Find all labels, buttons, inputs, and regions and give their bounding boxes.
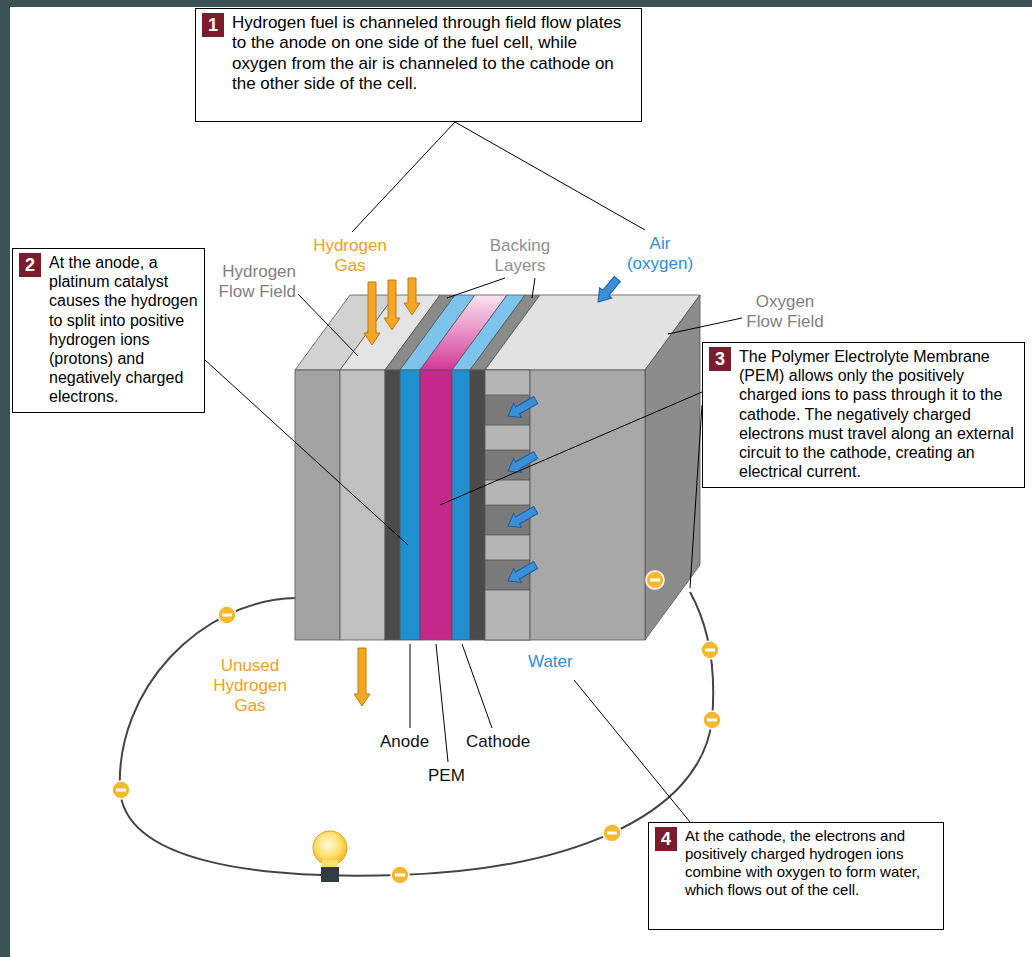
bulb-glass [313,831,347,865]
leader-line [352,122,455,232]
oxygen-arrow [504,448,540,478]
leader-line [440,392,702,505]
label-anchor: Hydrogen Gas [305,236,395,276]
electron-symbols [112,571,721,884]
backing-layer-front [470,370,485,640]
leader-line [447,278,505,298]
leader-line [410,644,411,728]
bulb-base [321,867,339,882]
callout-box: 2 At the anode, a platinum catalyst cause… [12,248,205,413]
leader-line [462,644,492,728]
electron-minus [395,874,405,877]
electron-dot [703,711,721,729]
leader-line [532,278,535,298]
label-anchor: Oxygen Flow Field [740,292,830,332]
electron-minus [116,789,126,792]
leader-line [668,318,742,334]
callout-text: At the anode, a platinum catalyst causes… [49,253,198,407]
label-anchor: Air (oxygen) [622,234,698,274]
electron-dot [112,781,130,799]
end-plate-front [295,370,340,640]
leader-line [690,405,702,588]
oxygen-plate-tooth [485,535,530,560]
oxygen-arrow [504,558,540,588]
hydrogen-arrow [384,280,400,330]
hydrogen-arrows [354,278,420,706]
part-label: Air (oxygen) [622,234,698,274]
hydrogen-arrow [364,282,380,345]
leader-lines [205,122,742,822]
light-bulb [313,831,347,882]
part-label: Water [528,652,598,672]
callout-number: 2 [19,253,41,277]
label-anchor: Anode [380,732,450,752]
label-anchor: Water [528,652,598,672]
oxygen-plate-tooth [485,425,530,450]
part-label: Backing Layers [478,236,562,276]
cathode-front [452,370,470,640]
air-arrow [592,274,624,307]
backing-layer-front [385,370,400,640]
electron-dot [218,606,236,624]
unused-hydrogen-arrow [354,648,370,706]
electron-dot [391,866,409,884]
label-anchor: PEM [428,766,488,786]
label-anchor: Cathode [466,732,546,752]
part-label: Oxygen Flow Field [740,292,830,332]
part-label: Cathode [466,732,546,752]
oxygen-plate-tooth [485,590,530,640]
electron-minus [607,832,617,835]
label-anchor: Unused Hydrogen Gas [210,656,290,716]
label-anchor: Hydrogen Flow Field [200,262,296,302]
oxygen-arrow [504,503,540,533]
oxygen-plate-side [645,295,700,640]
callout-number: 1 [202,13,224,37]
callout-box: 4 At the cathode, the electrons and posit… [648,822,944,930]
leader-line [436,644,448,762]
leader-line [574,680,690,822]
air-arrow-shape [592,274,624,307]
callout-text: At the cathode, the electrons and positi… [685,827,937,899]
callout-text: Hydrogen fuel is channeled through field… [232,13,635,95]
callout-box: 1 Hydrogen fuel is channeled through fiel… [195,8,642,122]
electron-minus [222,614,232,617]
oxygen-plate-tooth [485,480,530,505]
part-label: Anode [380,732,450,752]
oxygen-channel-arrows [504,393,540,588]
part-label: PEM [428,766,488,786]
cell-top-faces [295,295,700,370]
callout-box: 3 The Polymer Electrolyte Membrane (PEM) … [702,342,1025,488]
callout-text: The Polymer Electrolyte Membrane (PEM) a… [739,347,1018,481]
callout-number: 4 [655,827,677,851]
electron-minus [707,719,717,722]
label-anchor: Backing Layers [478,236,562,276]
page-ground [10,7,1032,957]
hydrogen-flow-field-front [340,370,385,640]
part-label: Unused Hydrogen Gas [210,656,290,716]
electron-dot [603,824,621,842]
oxygen-plate-tooth [485,370,530,395]
anode-front [400,370,420,640]
part-label: Hydrogen Flow Field [200,262,296,302]
hydrogen-arrow [404,278,420,315]
electron-minus [650,579,660,582]
leader-line [455,122,645,230]
callout-number: 3 [709,347,731,371]
oxygen-arrow [504,393,540,423]
leader-line [205,360,408,545]
oxygen-flow-field-front [530,370,645,640]
leader-line [298,294,358,356]
pem-front [420,370,452,640]
electron-dot [646,571,664,589]
electron-dot [701,641,719,659]
cell-front-faces [295,370,645,640]
electron-minus [705,649,715,652]
bulb-neck [322,860,338,868]
part-label: Hydrogen Gas [305,236,395,276]
